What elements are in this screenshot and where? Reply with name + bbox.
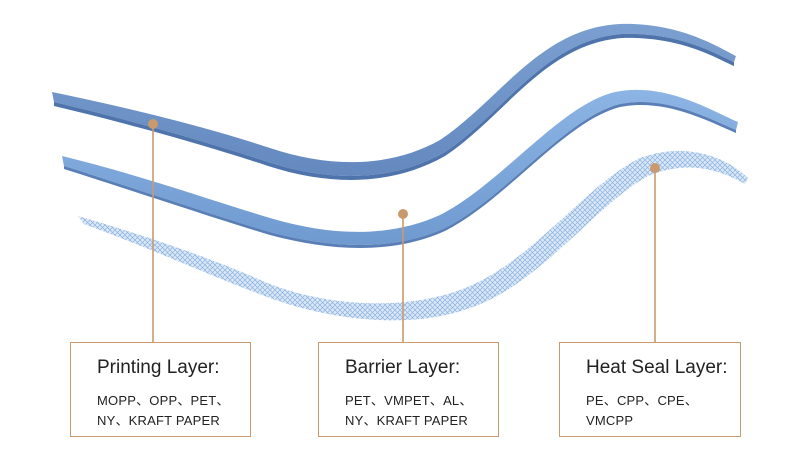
barrier-layer-title: Barrier Layer:	[345, 357, 461, 378]
heat-seal-layer-sheet	[78, 150, 748, 321]
barrier-layer-materials-line-2: NY、KRAFT PAPER	[345, 413, 468, 428]
heat-seal-layer-title: Heat Seal Layer:	[586, 357, 728, 378]
heat-seal-connector	[650, 163, 660, 342]
barrier-connector	[398, 209, 408, 342]
printing-layer-materials-line-1: MOPP、OPP、PET、	[97, 393, 230, 408]
heat-seal-layer-label: Heat Seal Layer: PE、CPP、CPE、 VMCPP	[559, 342, 741, 437]
printing-connector	[148, 119, 158, 342]
printing-layer-sheet	[52, 23, 736, 180]
barrier-layer-sheet	[62, 89, 738, 248]
heat-seal-layer-materials-line-2: VMCPP	[586, 413, 634, 428]
printing-layer-title: Printing Layer:	[97, 357, 220, 378]
printing-layer-materials-line-2: NY、KRAFT PAPER	[97, 413, 220, 428]
printing-layer-label: Printing Layer: MOPP、OPP、PET、 NY、KRAFT P…	[70, 342, 251, 437]
heat-seal-layer-materials-line-1: PE、CPP、CPE、	[586, 393, 699, 408]
barrier-layer-label: Barrier Layer: PET、VMPET、AL、 NY、KRAFT PA…	[318, 342, 499, 437]
barrier-layer-materials-line-1: PET、VMPET、AL、	[345, 393, 473, 408]
